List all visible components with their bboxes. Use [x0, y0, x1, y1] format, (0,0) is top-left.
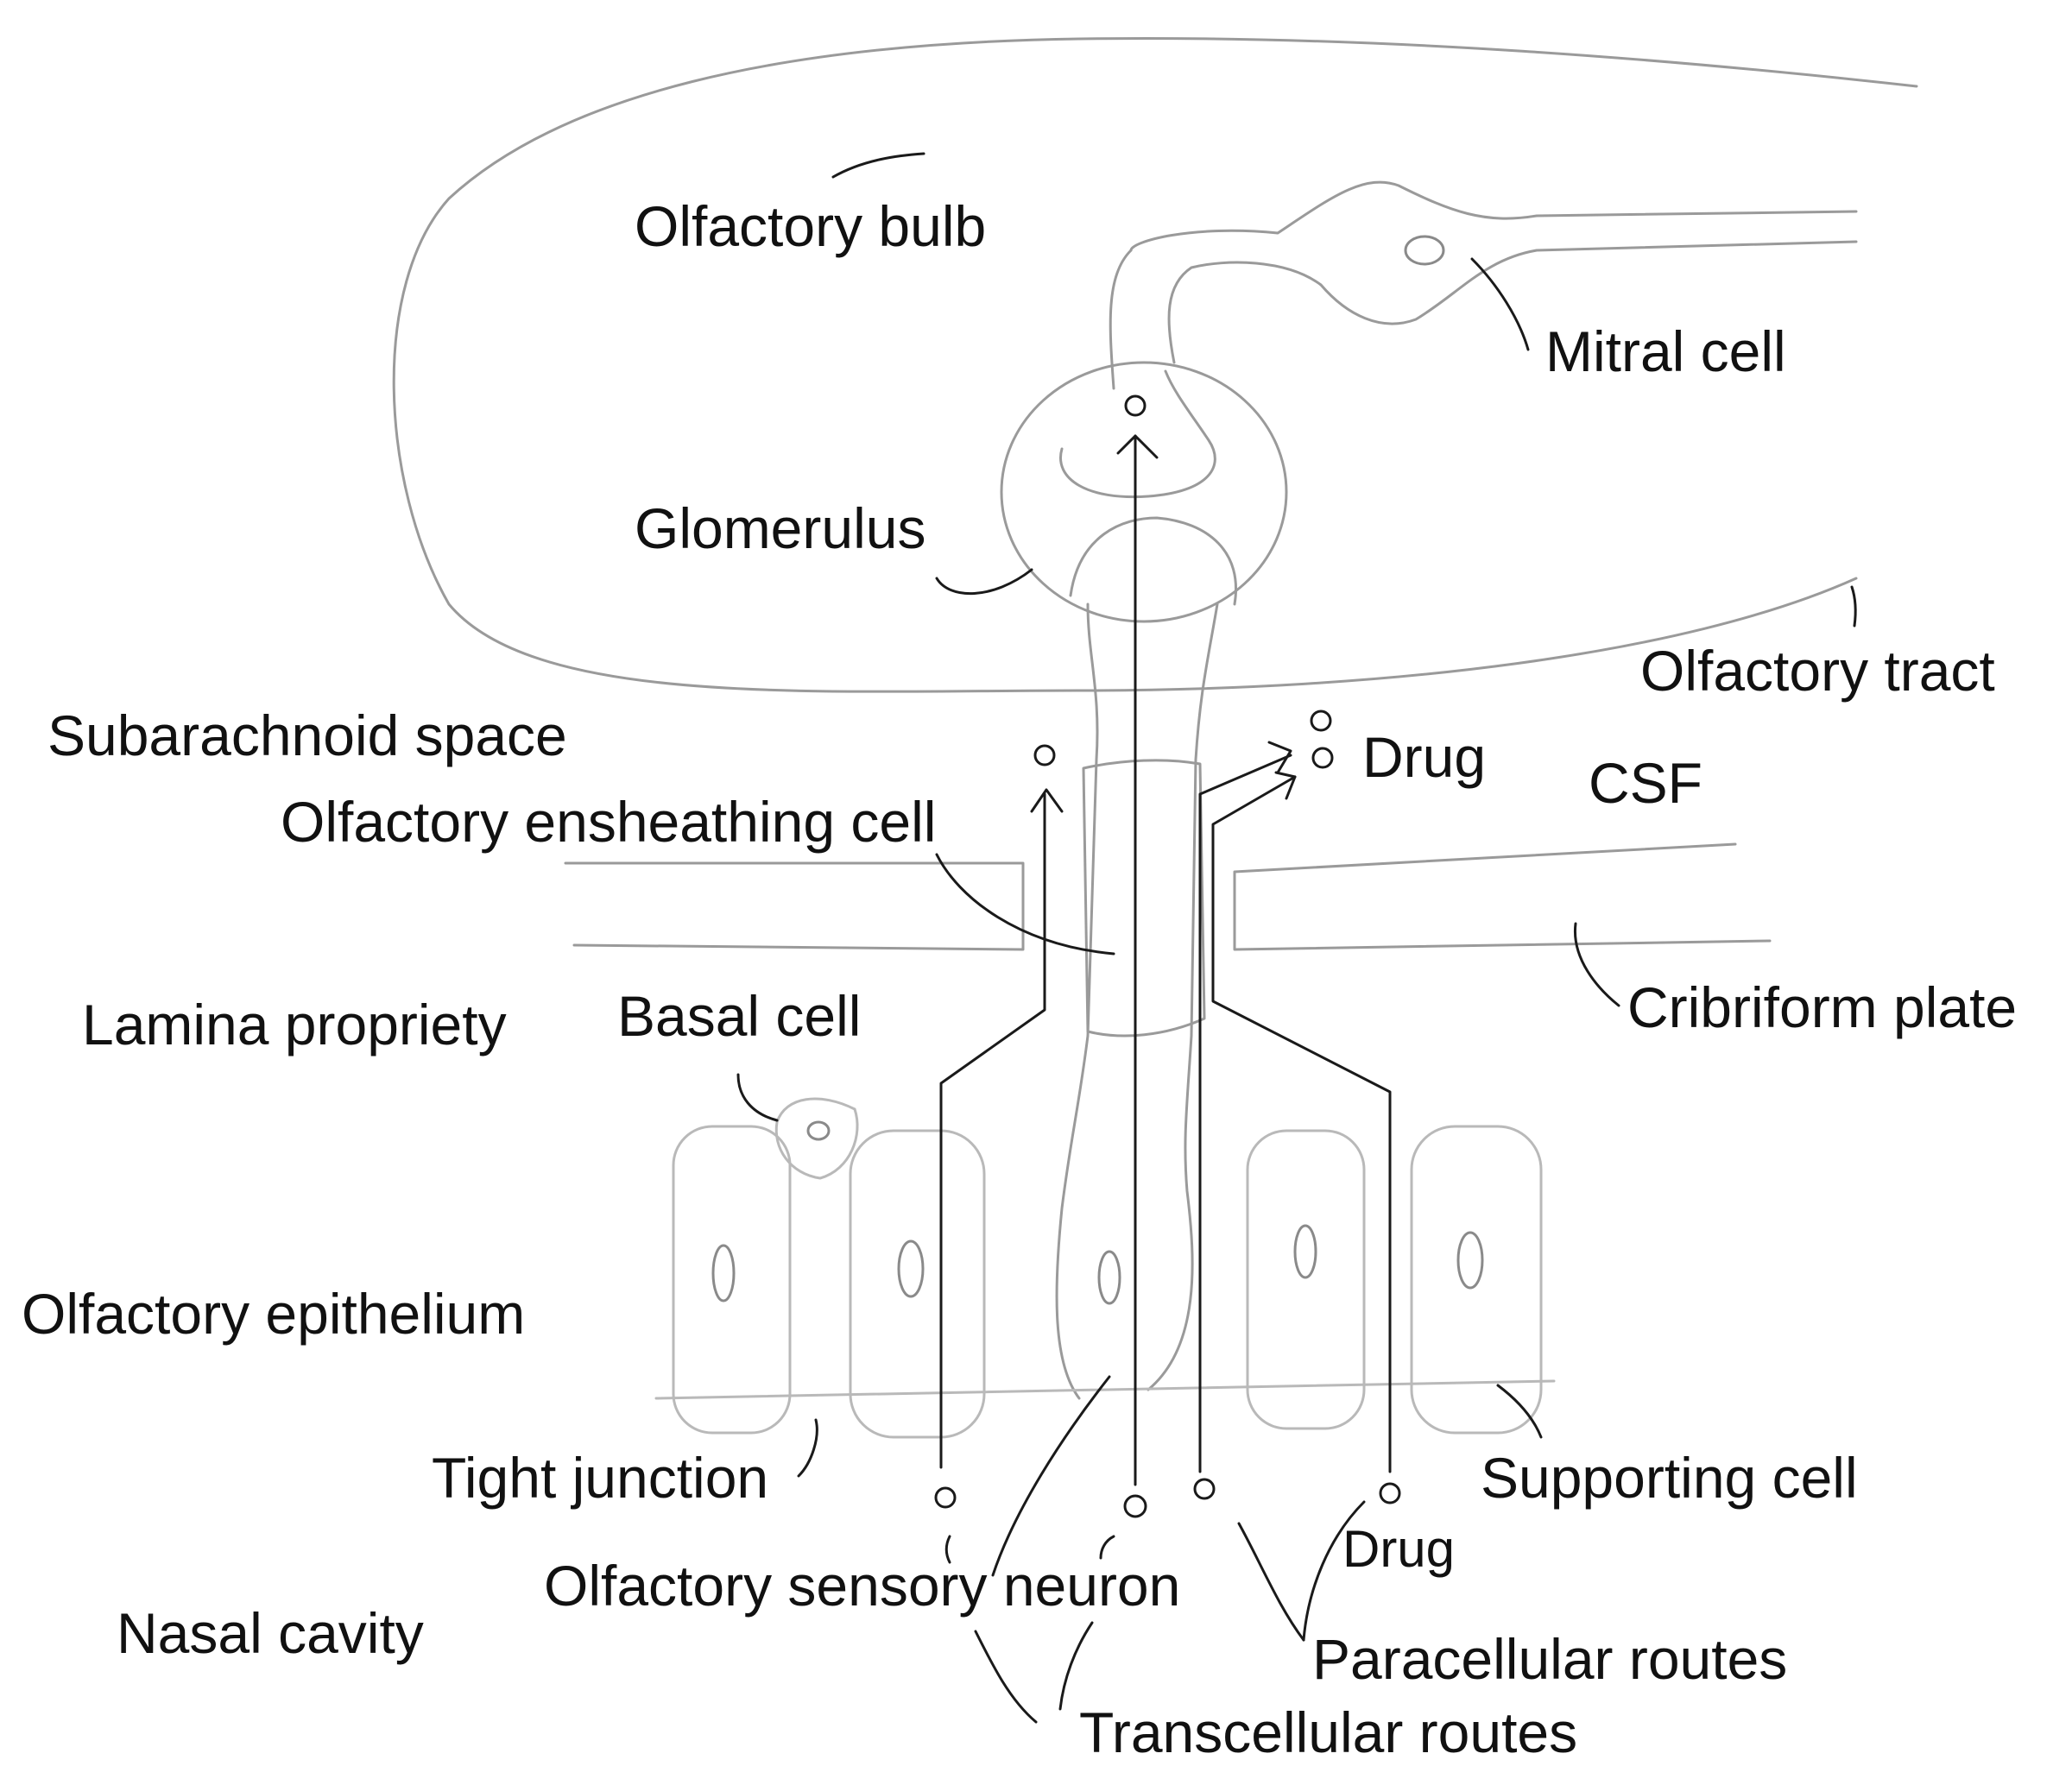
supporting-cell-2-nucleus [897, 1239, 925, 1298]
transcellular-route-left [939, 792, 1046, 1469]
paracellular-arrowhead-2 [1274, 771, 1297, 800]
leader-neuron-3 [1099, 1535, 1115, 1560]
paracellular-arrowhead-1 [1267, 741, 1292, 774]
label-tight-junction: Tight junction [432, 1446, 768, 1510]
paracellular-route-1 [1198, 754, 1292, 1473]
leader-paracellular-1 [1237, 1522, 1305, 1642]
olfactory-bulb-outline [392, 36, 1918, 693]
supporting-cell-4-nucleus [1456, 1231, 1484, 1290]
label-cribriform-plate: Cribriform plate [1627, 975, 2017, 1039]
label-drug-top: Drug [1362, 725, 1486, 789]
mitral-cell-nucleus [1404, 235, 1445, 266]
label-olfactory-sensory-neuron: Olfactory sensory neuron [544, 1554, 1180, 1618]
leader-supporting-cell [1496, 1384, 1543, 1439]
label-olfactory-ensheathing-cell: Olfactory ensheathing cell [281, 790, 936, 854]
label-csf: CSF [1589, 751, 1702, 815]
neuron-nucleus [1097, 1250, 1121, 1305]
label-paracellular-routes: Paracellular routes [1312, 1627, 1787, 1691]
basal-cell-nucleus [806, 1120, 831, 1141]
label-drug-bottom: Drug [1342, 1520, 1455, 1578]
cribriform-plate-upper-right [1233, 842, 1772, 951]
label-basal-cell: Basal cell [617, 984, 861, 1048]
supporting-cell-2 [849, 1129, 986, 1439]
drug-dot-nasal-2 [1123, 1494, 1147, 1518]
drug-dot-nasal-3 [1193, 1478, 1216, 1500]
leader-cribriform-plate [1573, 922, 1620, 1007]
transcellular-arrowhead-top [1116, 434, 1159, 459]
leader-ensheathing-cell [935, 853, 1115, 956]
leader-glomerulus [935, 568, 1033, 596]
paracellular-route-2 [1211, 775, 1392, 1473]
drug-dot-csf-1 [1310, 710, 1332, 732]
basal-cell-outline [774, 1097, 859, 1180]
drug-dot-glomerulus [1124, 394, 1147, 417]
drug-dot-ensheathing [1033, 744, 1056, 766]
label-olfactory-tract: Olfactory tract [1640, 639, 1995, 703]
supporting-cell-1-nucleus [711, 1244, 736, 1302]
supporting-cell-3-nucleus [1293, 1224, 1317, 1279]
label-olfactory-bulb: Olfactory bulb [635, 194, 986, 258]
label-glomerulus: Glomerulus [635, 496, 925, 560]
label-transcellular-routes: Transcellular routes [1079, 1700, 1577, 1764]
tight-junction-line [654, 1379, 1556, 1400]
transcellular-arrowhead-left [1030, 788, 1064, 813]
leader-mitral-cell [1470, 257, 1530, 351]
label-mitral-cell: Mitral cell [1545, 319, 1786, 383]
mitral-cell-outline [1129, 180, 1858, 364]
supporting-cell-4 [1410, 1125, 1543, 1435]
leader-paracellular-2 [1302, 1500, 1366, 1642]
label-olfactory-epithelium: Olfactory epithelium [22, 1282, 525, 1346]
supporting-cell-3 [1246, 1129, 1366, 1430]
leader-tight-junction [797, 1418, 818, 1478]
drug-dot-csf-2 [1311, 747, 1334, 769]
axon-bundle-left [1055, 602, 1099, 1400]
cribriform-plate-upper-left [564, 861, 1025, 951]
glomerulus-outline [1000, 361, 1288, 623]
leader-neuron-2 [991, 1375, 1111, 1577]
label-subarachnoid-space: Subarachnoid space [47, 703, 567, 767]
leader-basal-cell [736, 1073, 779, 1122]
axon-bundle-right [1147, 602, 1219, 1391]
ensheathing-cell-outline [1082, 759, 1206, 1038]
drug-dot-nasal-4 [1379, 1482, 1401, 1504]
supporting-cell-1 [672, 1125, 792, 1435]
label-lamina-propriety: Lamina propriety [82, 993, 507, 1056]
drug-dot-nasal-1 [934, 1486, 957, 1509]
leader-neuron-1 [944, 1535, 951, 1564]
label-supporting-cell: Supporting cell [1481, 1446, 1858, 1510]
leader-olfactory-bulb [831, 152, 925, 179]
glomerulus-inner-upper [1059, 369, 1216, 499]
mitral-dendrite [1109, 249, 1133, 390]
leader-transcellular-2 [1058, 1621, 1094, 1711]
leader-olfactory-tract [1850, 585, 1857, 628]
label-nasal-cavity: Nasal cavity [117, 1601, 424, 1665]
glomerulus-inner-lower [1069, 516, 1237, 606]
leader-transcellular-1 [974, 1630, 1038, 1724]
